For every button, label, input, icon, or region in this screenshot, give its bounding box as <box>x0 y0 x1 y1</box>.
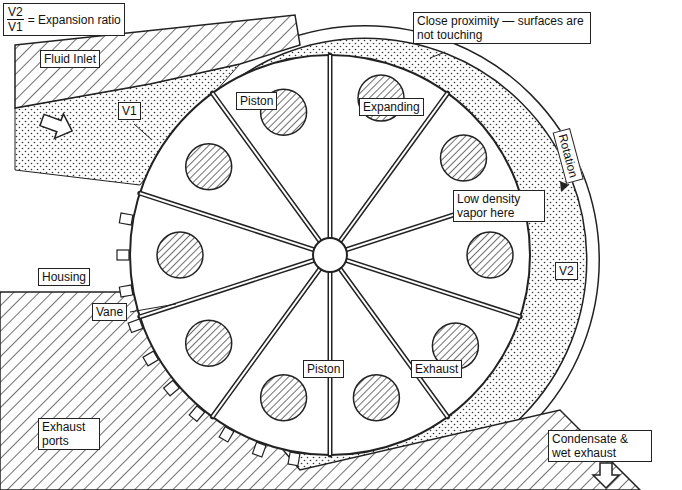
label-box: Low density vapor here <box>453 190 545 222</box>
label-text: Fluid Inlet <box>44 52 96 66</box>
label-text: Condensate & wet exhaust <box>552 432 648 460</box>
label-text: Low density vapor here <box>457 192 541 220</box>
label-text: Housing <box>42 270 86 284</box>
leader-line <box>430 52 445 58</box>
label-box: Exhaust ports <box>38 418 100 450</box>
vanes <box>140 55 520 455</box>
label-text: Vane <box>96 305 123 319</box>
pistons <box>157 75 513 421</box>
label-text: V2 <box>559 264 574 278</box>
leader-line <box>130 304 176 312</box>
label-box: Exhaust <box>411 360 462 378</box>
label-box: V1 <box>118 102 141 120</box>
label-box: V2 <box>555 262 578 280</box>
label-box: Expanding <box>359 98 424 116</box>
label-box: Housing <box>38 268 90 286</box>
label-box: Vane <box>92 303 127 321</box>
label-text: Piston <box>240 94 273 108</box>
label-box: Close proximity — surfaces are not touch… <box>413 12 591 44</box>
label-text: Expanding <box>363 100 420 114</box>
label-box: Piston <box>303 360 344 378</box>
vane-highlights <box>140 55 520 455</box>
label-text: Close proximity — surfaces are not touch… <box>417 14 587 42</box>
hub <box>313 238 347 272</box>
formula-box: V2V1 = Expansion ratio <box>3 3 125 36</box>
label-text: V1 <box>122 104 137 118</box>
label-text: Exhaust <box>415 362 458 376</box>
label-text: V1 <box>8 20 23 34</box>
label-text: = Expansion ratio <box>28 13 121 27</box>
label-text: Piston <box>307 362 340 376</box>
rotor <box>130 55 530 455</box>
label-box: Piston <box>236 92 277 110</box>
exhaust-arrow <box>593 463 619 488</box>
label-text: V2 <box>7 5 24 20</box>
label-text: Exhaust ports <box>42 420 96 448</box>
leader-line <box>134 124 152 140</box>
inlet-arrow <box>38 108 77 143</box>
label-box: Condensate & wet exhaust <box>548 430 652 462</box>
label-box: Fluid Inlet <box>40 50 100 68</box>
